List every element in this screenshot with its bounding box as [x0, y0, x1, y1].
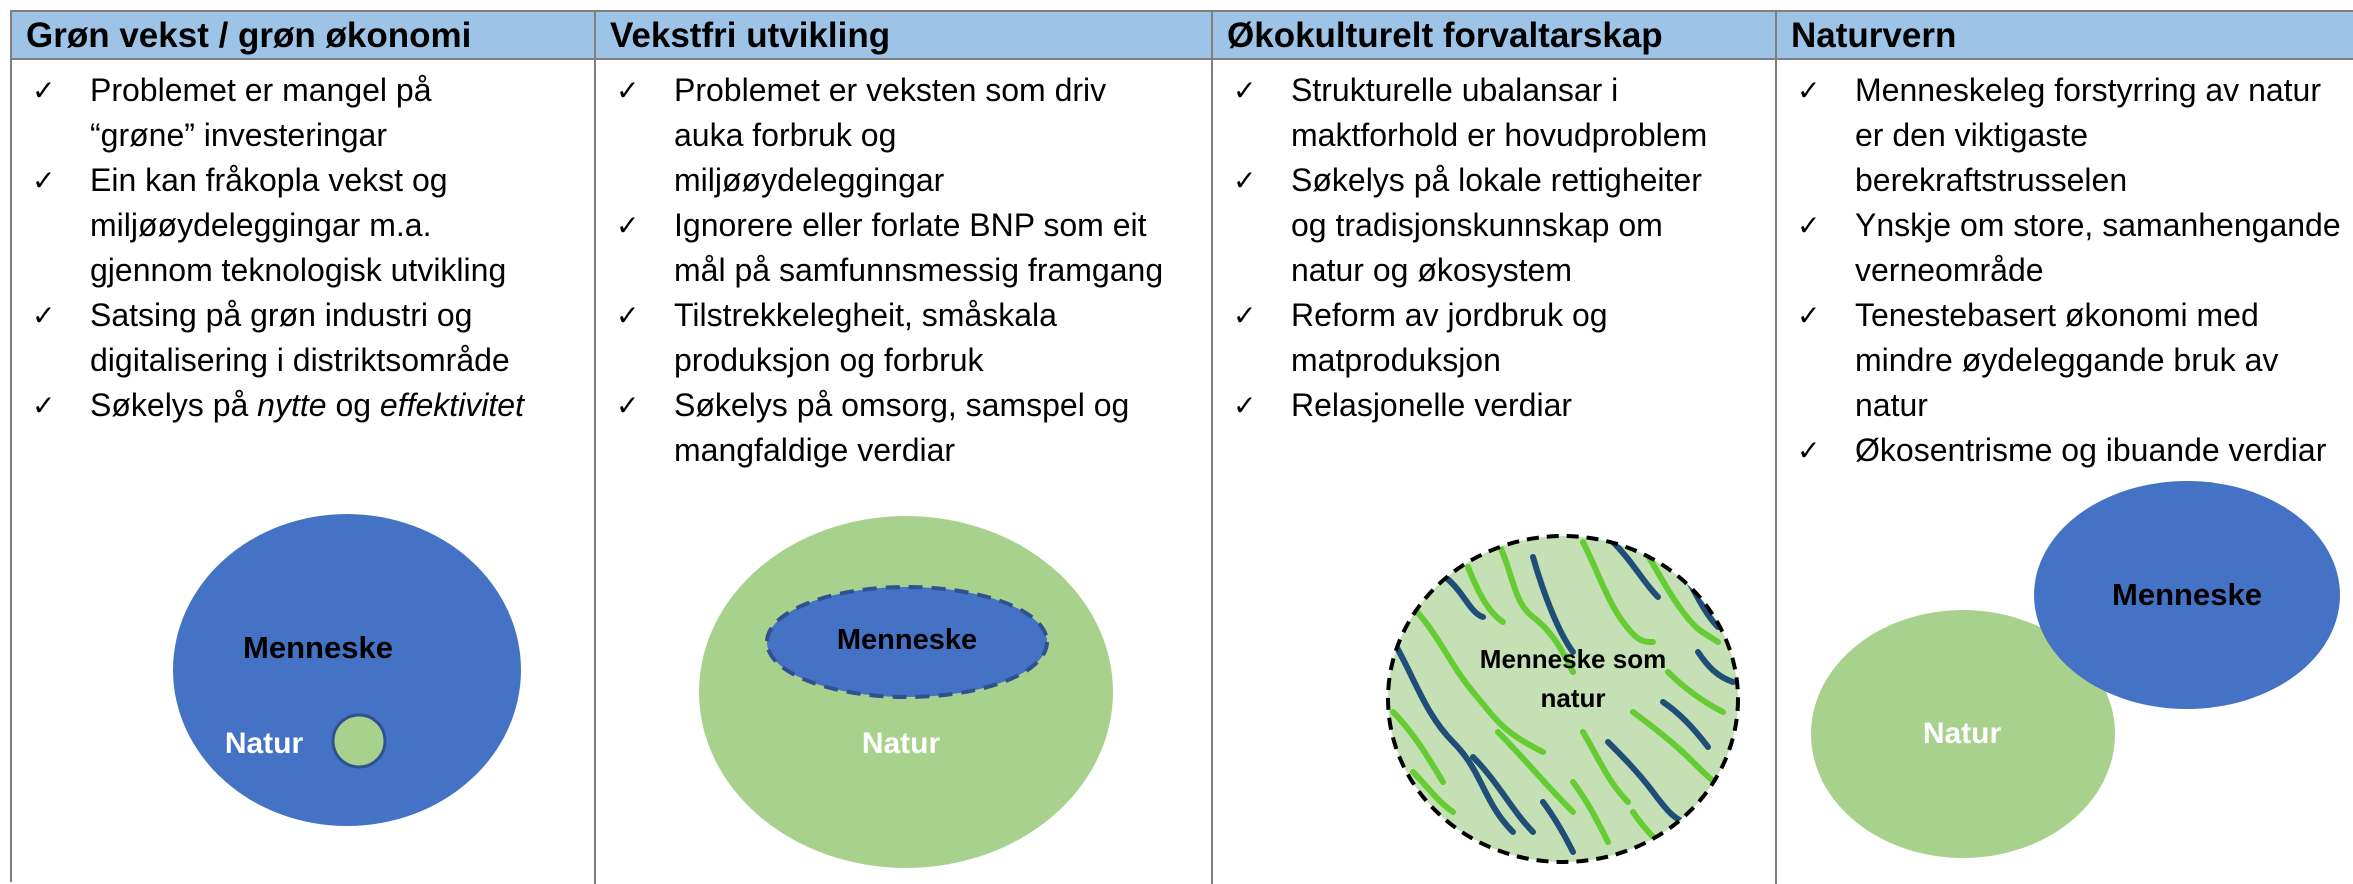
natur-ellipse — [1811, 610, 2115, 858]
check-mark-icon: ✓ — [1797, 299, 1821, 332]
check-mark-icon: ✓ — [1233, 299, 1257, 332]
figure-menneske-contains-natur: Menneske Natur — [173, 514, 521, 826]
menneske-ellipse — [173, 514, 521, 826]
column-title: Økokulturelt forvaltarskap — [1213, 12, 1775, 60]
model-comparison-table: Grøn vekst / grøn økonomi ✓Problemet er … — [10, 10, 2353, 884]
check-mark-icon: ✓ — [32, 164, 56, 197]
check-mark-icon: ✓ — [616, 74, 640, 107]
figure-separate-spheres: Menneske Natur — [1811, 481, 2340, 858]
check-mark-icon: ✓ — [616, 209, 640, 242]
label-line-2: natur — [1541, 683, 1606, 713]
figure-menneske-som-natur: Menneske som natur — [1386, 534, 1740, 864]
column-title: Naturvern — [1777, 12, 2353, 60]
check-mark-icon: ✓ — [616, 299, 640, 332]
list-item: ✓Søkelys på nytte og effektivitet — [12, 383, 594, 428]
check-mark-icon: ✓ — [32, 74, 56, 107]
column-naturvern: Naturvern ✓Menneskeleg forstyrring av na… — [1777, 12, 2353, 884]
merged-ellipse — [1388, 536, 1738, 862]
check-mark-icon: ✓ — [1797, 74, 1821, 107]
menneske-label: Menneske — [837, 624, 977, 656]
column-gron-vekst: Grøn vekst / grøn økonomi ✓Problemet er … — [12, 12, 596, 884]
column-title: Grøn vekst / grøn økonomi — [12, 12, 594, 60]
natur-label: Natur — [1923, 717, 2002, 750]
check-mark-icon: ✓ — [32, 389, 56, 422]
check-mark-icon: ✓ — [1233, 164, 1257, 197]
menneske-label: Menneske — [243, 630, 393, 665]
check-mark-icon: ✓ — [32, 299, 56, 332]
list-item: ✓Problemet er mangel på“grøne” investeri… — [12, 68, 594, 158]
natur-label: Natur — [225, 727, 304, 760]
check-mark-icon: ✓ — [1233, 389, 1257, 422]
menneske-ellipse — [765, 585, 1049, 699]
check-mark-icon: ✓ — [1797, 434, 1821, 467]
check-mark-icon: ✓ — [1797, 209, 1821, 242]
menneske-ellipse — [2034, 481, 2340, 709]
column-okokulturelt: Økokulturelt forvaltarskap ✓Strukturelle… — [1213, 12, 1777, 884]
natur-label: Natur — [862, 727, 941, 760]
list-item: ✓Økosentrisme og ibuande verdiar — [1777, 428, 2353, 473]
figure-natur-contains-menneske: Menneske Natur — [699, 516, 1113, 868]
list-item: ✓Relasjonelle verdiar — [1213, 383, 1775, 428]
label-line-1: Menneske som — [1480, 644, 1666, 674]
natur-circle — [331, 713, 387, 769]
check-mark-icon: ✓ — [616, 389, 640, 422]
item-list: ✓Problemet er mangel på“grøne” investeri… — [12, 68, 594, 428]
check-mark-icon: ✓ — [1233, 74, 1257, 107]
menneske-label: Menneske — [2112, 577, 2262, 612]
column-vekstfri: Vekstfri utvikling ✓Problemet er veksten… — [596, 12, 1213, 884]
column-title: Vekstfri utvikling — [596, 12, 1211, 60]
dashed-outline — [1386, 534, 1740, 864]
